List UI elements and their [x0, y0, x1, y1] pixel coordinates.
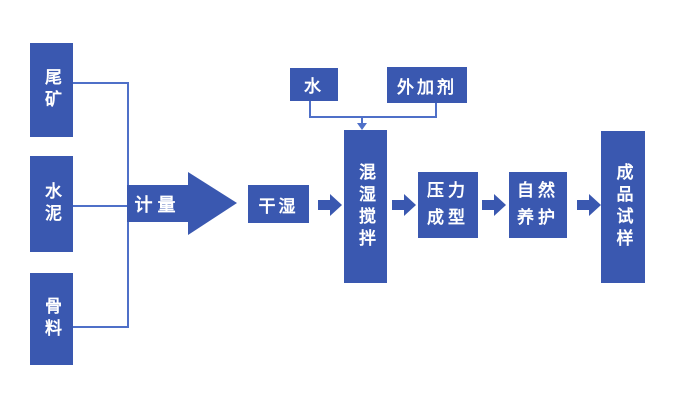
arrow-mixing-to-forming — [392, 200, 404, 210]
connector-feed-down-shaft — [361, 116, 363, 125]
pressure-forming-line1: 压力 — [427, 181, 469, 201]
node-metering-arrow: 计量 — [127, 185, 188, 222]
node-pressure-forming: 压力 成型 — [418, 172, 478, 238]
node-water: 水 — [290, 68, 338, 101]
arrow-forming-to-curing — [482, 200, 494, 210]
node-natural-curing: 自然 养护 — [509, 172, 567, 238]
natural-curing-line2: 养护 — [517, 208, 559, 228]
connector-feed-hline — [309, 116, 437, 118]
arrow-forming-to-curing-head-icon — [494, 194, 506, 216]
node-dry-wet: 干湿 — [248, 185, 309, 223]
connector-water-drop — [309, 101, 311, 118]
node-finished-sample: 成品试样 — [601, 131, 645, 283]
arrow-mixing-to-forming-head-icon — [404, 194, 416, 216]
node-tailings: 尾矿 — [30, 43, 73, 137]
metering-arrowhead-icon — [188, 172, 237, 235]
node-cement: 水泥 — [30, 156, 73, 252]
connector-cement-line — [73, 205, 129, 207]
node-aggregate: 骨料 — [30, 273, 73, 365]
arrow-curing-to-sample — [577, 200, 589, 210]
node-wet-mixing: 混湿搅拌 — [344, 130, 387, 283]
connector-admixture-drop — [435, 103, 437, 118]
connector-tailings-line — [73, 82, 129, 84]
feed-down-arrowhead-icon — [357, 123, 367, 130]
pressure-forming-line2: 成型 — [427, 208, 469, 228]
natural-curing-line1: 自然 — [517, 181, 559, 201]
arrow-drywet-to-mixing-head-icon — [330, 194, 342, 216]
arrow-drywet-to-mixing — [318, 200, 330, 210]
arrow-curing-to-sample-head-icon — [589, 194, 601, 216]
node-admixture: 外加剂 — [387, 67, 467, 103]
connector-aggregate-line — [73, 326, 129, 328]
